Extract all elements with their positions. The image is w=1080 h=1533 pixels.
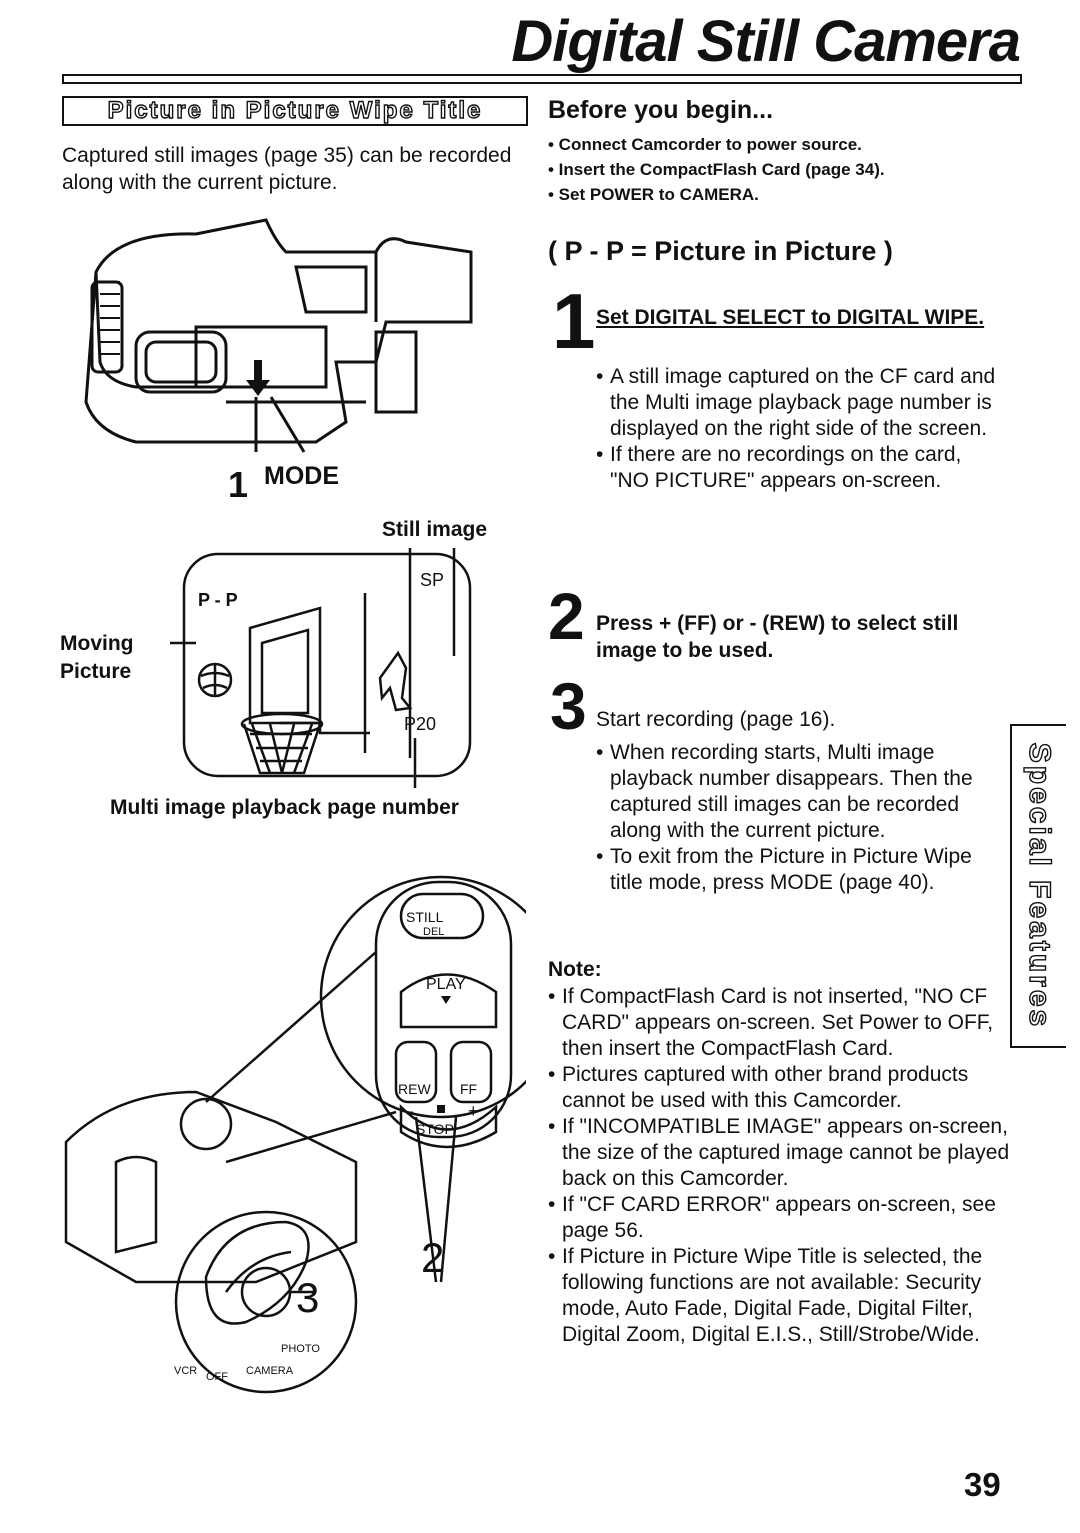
screen-pp-text: P - P bbox=[198, 590, 238, 610]
remote-ff-text: FF bbox=[460, 1081, 477, 1097]
list-item: • Insert the CompactFlash Card (page 34)… bbox=[548, 160, 885, 179]
dial-camera-text: CAMERA bbox=[246, 1365, 294, 1377]
page-number: 39 bbox=[964, 1466, 1001, 1503]
pp-heading: ( P - P = Picture in Picture ) bbox=[548, 236, 893, 266]
multi-image-label: Multi image playback page number bbox=[110, 796, 459, 819]
moving-picture-label: Moving Picture bbox=[60, 630, 134, 686]
header-rule bbox=[62, 74, 1022, 84]
side-tab: Special Features bbox=[1010, 724, 1066, 1048]
intro-text: Captured still images (page 35) can be r… bbox=[62, 144, 512, 194]
mode-callout-number: 1 bbox=[228, 464, 249, 505]
callout-3-text: 3 bbox=[296, 1274, 319, 1321]
step-1-title: Set DIGITAL SELECT to DIGITAL WIPE. bbox=[596, 306, 985, 329]
list-item: • Connect Camcorder to power source. bbox=[548, 135, 862, 154]
list-item: Pictures captured with other brand produ… bbox=[548, 1062, 1010, 1114]
remote-del-text: DEL bbox=[423, 926, 444, 938]
list-item: A still image captured on the CF card an… bbox=[596, 364, 996, 442]
list-item: If CompactFlash Card is not inserted, "N… bbox=[548, 984, 1010, 1062]
note-bullets: If CompactFlash Card is not inserted, "N… bbox=[548, 984, 1010, 1348]
camcorder-illustration bbox=[84, 218, 473, 453]
remote-plus-text: + bbox=[468, 1101, 479, 1121]
list-item: If Picture in Picture Wipe Title is sele… bbox=[548, 1244, 1010, 1348]
before-you-begin-heading: Before you begin... bbox=[548, 96, 774, 124]
dial-off-text: OFF bbox=[206, 1371, 228, 1383]
page-title: Digital Still Camera bbox=[511, 9, 1021, 74]
dial-photo-text: PHOTO bbox=[281, 1343, 320, 1355]
step-3-bullets: When recording starts, Multi image playb… bbox=[596, 740, 988, 896]
before-you-begin-list: • Connect Camcorder to power source. • I… bbox=[548, 132, 1018, 207]
screen-sp-text: SP bbox=[420, 570, 444, 590]
remote-stop-text: STOP bbox=[416, 1121, 454, 1137]
list-item: • Set POWER to CAMERA. bbox=[548, 185, 759, 204]
section-banner: Picture in Picture Wipe Title bbox=[62, 96, 528, 126]
remote-play-text: PLAY bbox=[426, 976, 466, 993]
step-1-number: 1 bbox=[552, 277, 596, 365]
moving-picture-label-line1: Moving bbox=[60, 632, 134, 655]
step-3-number: 3 bbox=[550, 669, 587, 743]
step-1-bullets: A still image captured on the CF card an… bbox=[596, 364, 996, 494]
screen-p20-text: P20 bbox=[404, 714, 436, 734]
callout-2-text: 2 bbox=[421, 1234, 444, 1281]
moving-picture-label-line2: Picture bbox=[60, 660, 132, 683]
step-2-number: 2 bbox=[548, 579, 585, 653]
list-item: If "INCOMPATIBLE IMAGE" appears on-scree… bbox=[548, 1114, 1010, 1192]
remote-minus-text: - bbox=[408, 1101, 414, 1121]
list-item: If "CF CARD ERROR" appears on-screen, se… bbox=[548, 1192, 1010, 1244]
remote-still-text: STILL bbox=[406, 909, 444, 925]
list-item: When recording starts, Multi image playb… bbox=[596, 740, 988, 844]
step-3-title: Start recording (page 16). bbox=[596, 708, 836, 731]
note-heading: Note: bbox=[548, 958, 602, 981]
step-2-title: Press + (FF) or - (REW) to select still … bbox=[596, 612, 959, 662]
dial-vcr-text: VCR bbox=[174, 1365, 197, 1377]
mode-callout-label: MODE bbox=[264, 462, 339, 490]
remote-rew-text: REW bbox=[398, 1081, 431, 1097]
side-tab-label: Special Features bbox=[1022, 742, 1056, 1030]
list-item: If there are no recordings on the card, … bbox=[596, 442, 996, 494]
remote-illustration: STILL DEL PLAY REW FF - + STOP 2 3 VCR O… bbox=[64, 875, 526, 1394]
screen-illustration: P - P SP P20 bbox=[170, 548, 472, 788]
still-image-label: Still image bbox=[382, 518, 488, 541]
list-item: To exit from the Picture in Picture Wipe… bbox=[596, 844, 988, 896]
